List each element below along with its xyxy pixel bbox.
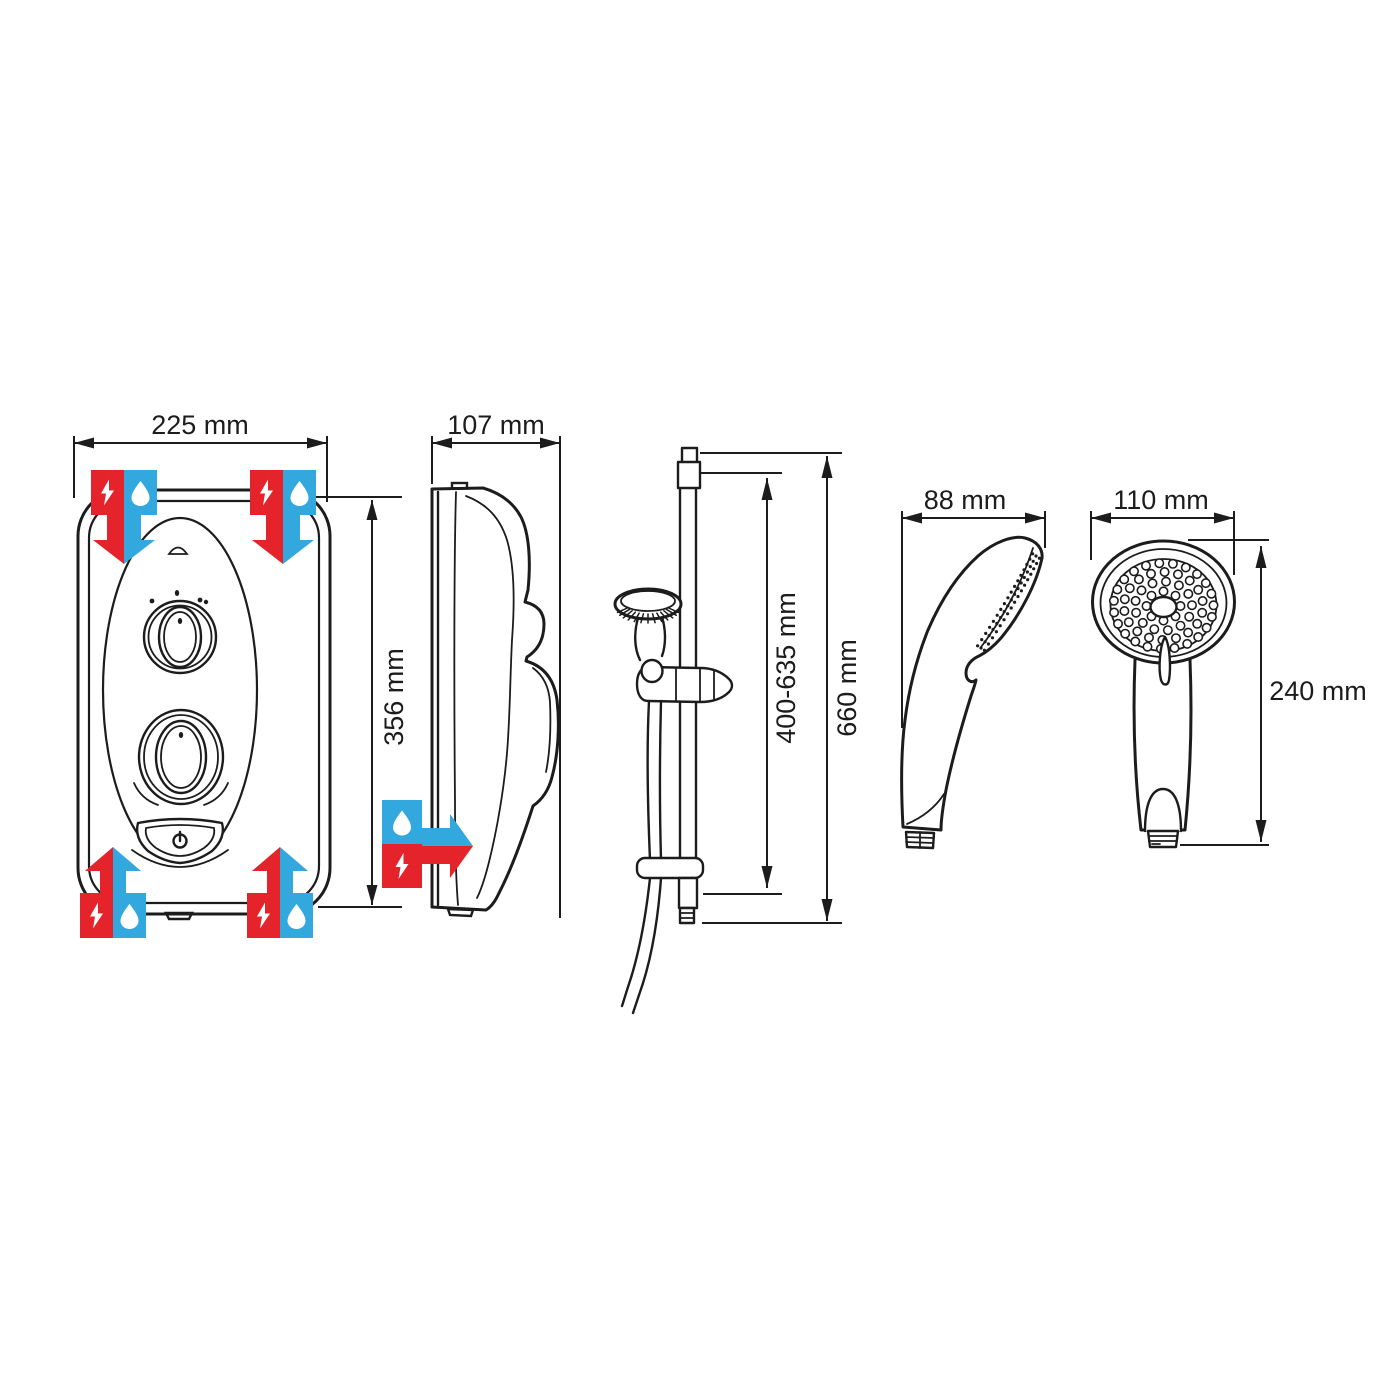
handset-side-thread	[904, 830, 936, 850]
entry-arrow-icon	[422, 814, 473, 846]
rail-end-thread	[678, 906, 696, 925]
dim-handset-depth-label: 88 mm	[924, 485, 1007, 515]
dial-accent-left	[133, 782, 159, 806]
electric-water-icon	[91, 470, 157, 515]
dim-rail-adjustable-label: 400-635 mm	[771, 592, 801, 744]
shower-hose	[620, 876, 663, 1015]
dimension-rail-adjustable: 400-635 mm	[700, 472, 801, 895]
rail-handset	[613, 587, 734, 862]
side-top-notch	[450, 481, 469, 490]
handset-grip-seam	[906, 793, 945, 825]
side-knob-detail	[532, 667, 552, 773]
power-button[interactable]	[135, 817, 225, 865]
dimension-handset-length: 240 mm	[1180, 539, 1367, 846]
handset-front-view: 110 mm 240 mm	[1090, 485, 1367, 849]
panel-top-marker	[167, 546, 189, 555]
dial-tick-right2	[203, 599, 209, 605]
rail-top-cap	[680, 446, 699, 465]
handset-face-texture	[976, 552, 1041, 652]
spray-nozzles	[1108, 558, 1219, 654]
entry-indicator-rear	[382, 800, 473, 888]
entry-arrow-icon	[422, 846, 473, 878]
dimension-unit-depth: 107 mm	[431, 410, 561, 918]
handset-lower-grip	[646, 699, 652, 862]
electric-water-icon	[247, 893, 313, 938]
front-view: 225 mm 356 mm	[73, 410, 409, 938]
rail-top-collar	[676, 460, 702, 490]
unit-bottom-tab	[164, 911, 194, 921]
head-centre-outlet	[1149, 595, 1178, 619]
rail-bottom-bracket	[635, 856, 705, 880]
handle-arch-detail	[1143, 787, 1183, 833]
side-view: 107 mm	[382, 410, 561, 918]
spray-mode-lever[interactable]	[1158, 635, 1172, 686]
rail-end-connector	[677, 876, 699, 910]
electric-water-icon	[80, 893, 146, 938]
dim-head-diameter-label: 110 mm	[1113, 485, 1209, 515]
dim-handset-length-label: 240 mm	[1269, 676, 1367, 706]
dial-tick-right	[197, 597, 203, 603]
rail-handset-spray	[616, 606, 680, 624]
handset-ball-joint	[640, 658, 664, 684]
side-shell-inner-line	[465, 495, 515, 899]
dimension-rail-overall: 660 mm	[700, 452, 862, 924]
side-profile-outline	[430, 486, 560, 912]
dimension-front-width: 225 mm	[73, 410, 328, 502]
dial-tick-left	[149, 598, 155, 604]
side-bottom-tab	[446, 907, 475, 918]
dimension-handset-depth: 88 mm	[901, 485, 1046, 728]
dim-front-height-label: 356 mm	[379, 648, 409, 746]
handset-side-outline	[900, 535, 1044, 832]
dial-tick-top	[174, 590, 180, 596]
dim-rail-overall-label: 660 mm	[832, 639, 862, 737]
riser-rail-view: 400-635 mm 660 mm	[613, 446, 862, 1015]
dimension-front-height: 356 mm	[313, 496, 409, 908]
temperature-dial[interactable]	[142, 590, 218, 675]
electric-water-icon	[250, 470, 316, 515]
flow-dial[interactable]	[137, 708, 225, 806]
handset-side-view: 88 mm	[900, 485, 1046, 850]
power-icon	[172, 830, 188, 849]
dial-accent-right	[203, 782, 229, 806]
panel-bottom-arc	[131, 849, 229, 868]
handset-front-thread	[1146, 829, 1180, 849]
dim-unit-depth-label: 107 mm	[447, 410, 545, 440]
dim-front-width-label: 225 mm	[151, 410, 249, 440]
control-panel-oval	[101, 516, 259, 864]
dimension-head-diameter: 110 mm	[1090, 485, 1235, 575]
